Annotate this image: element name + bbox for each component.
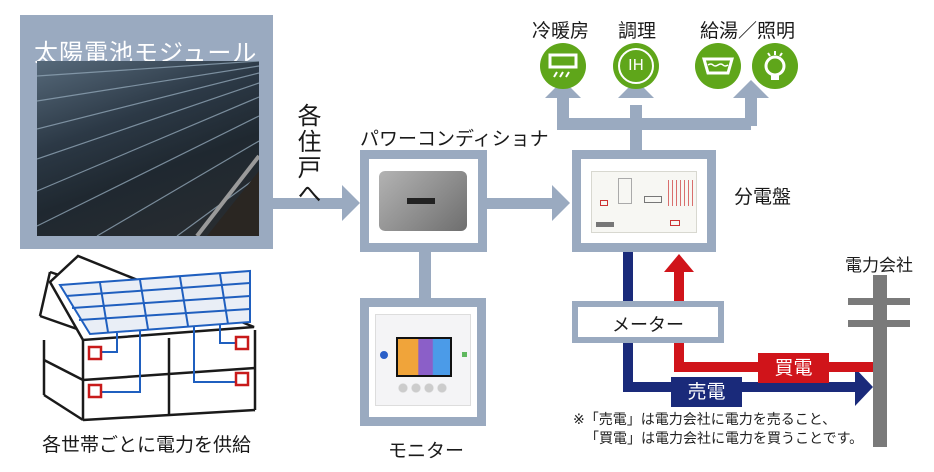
distribution-board-label: 分電盤 — [734, 186, 792, 208]
connector-appliance-bus — [557, 118, 751, 130]
appliance-label-water-light: 給湯／照明 — [700, 20, 796, 42]
arrow-to-aircon — [545, 80, 581, 98]
connector-pcs-to-monitor — [419, 250, 431, 302]
arrow-to-water-light — [733, 80, 769, 98]
arrow-to-ih — [618, 80, 654, 98]
breaker-array — [668, 180, 694, 206]
meter-box: メーター — [572, 301, 724, 343]
buy-arrow — [664, 254, 694, 272]
power-company-label: 電力会社 — [845, 256, 913, 276]
pcs-display-strip — [407, 198, 435, 204]
to-each-unit-label: 各住戸へ — [293, 103, 321, 207]
buy-line-lower — [674, 342, 684, 371]
arrow-to-board — [552, 185, 570, 221]
sell-line-lower — [623, 342, 633, 392]
power-conditioner-label: パワーコンディショナ — [360, 128, 549, 150]
buy-electricity-tag: 買電 — [758, 353, 829, 383]
footnote-line-1: ※「売電」は電力会社に電力を売ること、 — [573, 412, 837, 428]
utility-pole — [873, 275, 887, 447]
power-conditioner-box — [360, 150, 487, 252]
monitor-buttons — [398, 383, 450, 393]
solar-panel-rows — [37, 61, 259, 236]
solar-roof-photo — [37, 61, 259, 236]
bathtub-icon — [695, 43, 741, 89]
connector-solar-to-pcs — [270, 198, 350, 209]
distribution-board-panel — [591, 171, 697, 233]
pole-crossarm-top — [848, 298, 910, 305]
solar-module-panel: 太陽電池モジュール — [20, 15, 273, 249]
ih-cooktop-icon: IH — [613, 43, 659, 89]
connector-pcs-to-board — [486, 198, 556, 209]
light-bulb-icon — [752, 43, 798, 89]
footnote-line-2: 「買電」は電力会社に電力を買うことです。 — [585, 431, 864, 447]
sell-arrow — [855, 368, 873, 406]
monitor-status-led-blue — [380, 351, 388, 359]
sell-line-horizontal — [623, 382, 863, 392]
arrow-to-pcs — [342, 185, 360, 221]
sell-line-upper — [623, 251, 633, 306]
monitor-screen — [396, 337, 452, 377]
sell-electricity-tag: 売電 — [671, 377, 742, 407]
monitor-status-led-green — [462, 352, 467, 357]
appliance-label-cooking: 調理 — [618, 20, 657, 42]
distribution-board-box — [572, 150, 716, 252]
buy-line-upper — [674, 272, 684, 306]
monitor-box — [360, 298, 486, 426]
power-conditioner-unit — [379, 171, 467, 231]
monitor-device — [375, 314, 471, 406]
monitor-label: モニター — [388, 440, 465, 462]
appliance-label-aircon: 冷暖房 — [532, 20, 590, 42]
pole-crossarm-bottom — [848, 320, 910, 327]
air-conditioner-icon — [540, 43, 586, 89]
house-caption: 各世帯ごとに電力を供給 — [42, 434, 252, 456]
meter-label: メーター — [612, 315, 684, 336]
